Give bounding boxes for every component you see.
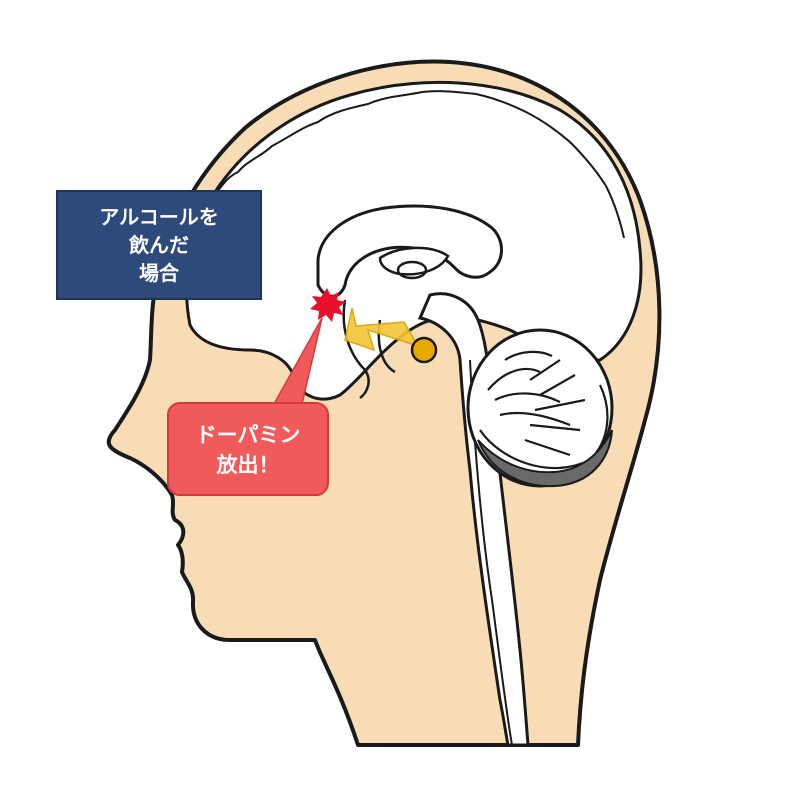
cortex-edge [209,90,625,239]
dopamine-arrow [344,307,420,352]
condition-label-line3: 場合 [139,261,179,285]
corpus-callosum [316,204,503,298]
callout-text: ドーパミン 放出！ [168,405,328,495]
cerebellum-shading [477,429,613,488]
dopamine-burst [310,288,346,322]
brainstem [417,292,530,747]
condition-label-box: アルコールを 飲んだ 場合 [56,190,262,300]
callout-line1: ドーパミン [195,423,301,447]
callout-line2: 放出！ [216,453,280,477]
callout-bubble [167,402,329,496]
condition-label-line2: 飲んだ [129,233,189,257]
condition-label-line1: アルコールを [99,205,219,229]
vta-dot [410,336,438,364]
thalamus [396,260,428,280]
